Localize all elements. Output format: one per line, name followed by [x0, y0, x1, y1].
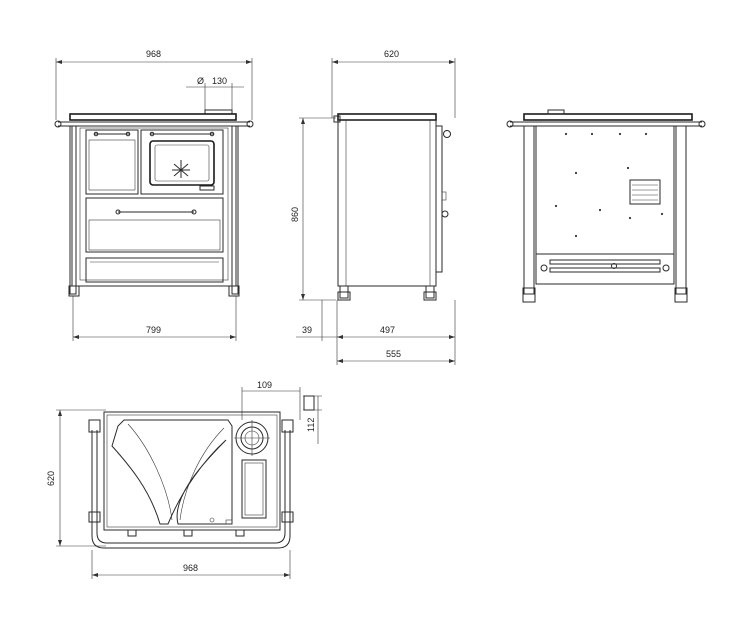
- side-depth-label: 620: [384, 49, 399, 59]
- side-overall-label: 555: [386, 349, 401, 359]
- side-height-label: 860: [290, 207, 300, 222]
- front-inner-width-label: 799: [146, 325, 161, 335]
- rear-view: [506, 109, 706, 303]
- side-foot-offset-label: 39: [302, 325, 312, 335]
- side-inner-depth-label: 497: [380, 325, 395, 335]
- top-view: 109 112 620: [46, 380, 322, 579]
- side-view: 620 860 39 497: [290, 49, 456, 365]
- flue-diameter-label: 130: [212, 76, 227, 86]
- top-width-label: 968: [183, 563, 198, 573]
- flue-symbol: Ø: [197, 76, 204, 86]
- top-flue-offset-x-label: 109: [257, 380, 272, 390]
- top-depth-label: 620: [46, 471, 56, 486]
- front-view: 968 Ø 130: [54, 49, 254, 341]
- front-width-label: 968: [146, 49, 161, 59]
- top-flue-offset-y-label: 112: [306, 418, 316, 432]
